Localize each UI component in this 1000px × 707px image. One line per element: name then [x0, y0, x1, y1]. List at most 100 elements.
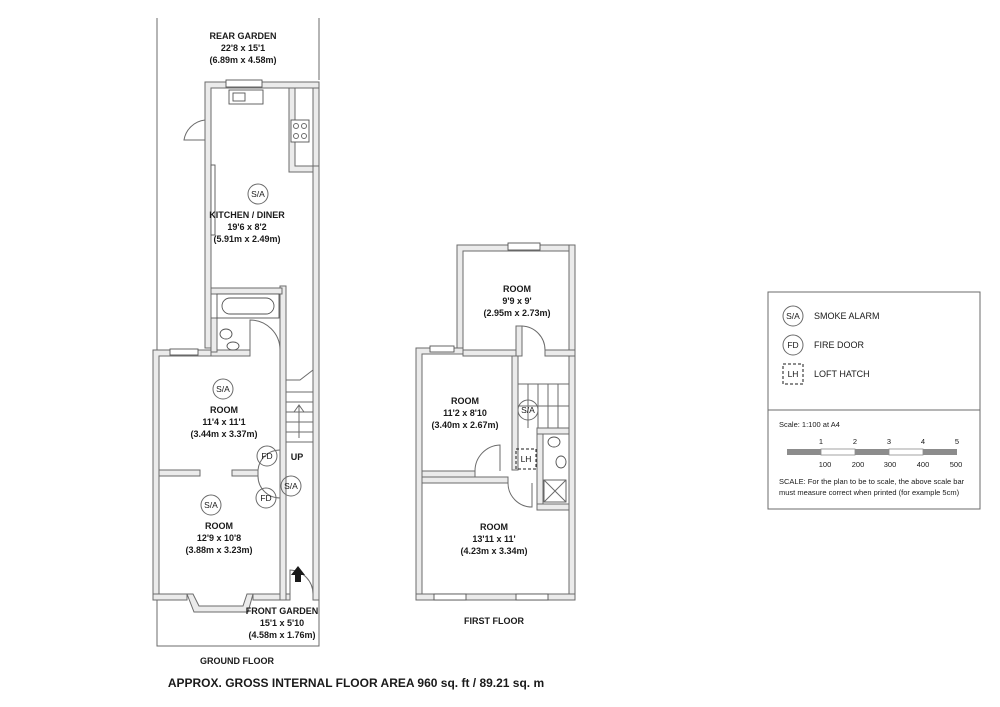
svg-text:LH: LH [521, 454, 532, 464]
svg-text:2: 2 [853, 437, 857, 446]
scale-top-tick-2: 2 [853, 437, 857, 446]
svg-text:ROOM: ROOM [480, 522, 508, 532]
loft-hatch-icon [515, 448, 537, 470]
floor-area-caption: APPROX. GROSS INTERNAL FLOOR AREA 960 sq… [168, 676, 544, 690]
svg-text:S/A: S/A [251, 189, 265, 199]
smoke-alarm-icon [280, 475, 302, 497]
svg-text:500: 500 [950, 460, 963, 469]
svg-text:FD: FD [260, 493, 271, 503]
fire-door-icon [782, 334, 804, 356]
svg-text:1: 1 [819, 437, 823, 446]
rear-garden-imperial: 22'8 x 15'1 [221, 43, 265, 53]
svg-text:S/A: S/A [216, 384, 230, 394]
svg-text:FD: FD [787, 340, 798, 350]
ground-room-2-name: ROOM [205, 521, 233, 531]
front-garden-metric: (4.58m x 1.76m) [248, 630, 315, 640]
svg-text:(5.91m x 2.49m): (5.91m x 2.49m) [213, 234, 280, 244]
svg-text:S/A: S/A [786, 311, 800, 321]
svg-text:S/A: S/A [521, 405, 535, 415]
svg-text:SCALE: For the plan to be to s: SCALE: For the plan to be to scale, the … [779, 477, 965, 486]
scale-top-tick-3: 3 [887, 437, 891, 446]
svg-text:S/A: S/A [284, 481, 298, 491]
loft-hatch-icon [782, 363, 804, 385]
svg-text:S/A: S/A [204, 500, 218, 510]
ground-room-2-imperial: 12'9 x 10'8 [197, 533, 241, 543]
first-floor-caption: FIRST FLOOR [464, 616, 524, 626]
ground-room-1-imperial: 11'4 x 11'1 [202, 417, 245, 427]
svg-text:400: 400 [917, 460, 930, 469]
svg-text:ROOM: ROOM [451, 396, 479, 406]
legend-smoke-alarm: SMOKE ALARM [814, 311, 880, 321]
svg-text:KITCHEN / DINER: KITCHEN / DINER [209, 210, 285, 220]
svg-text:15'1 x 5'10: 15'1 x 5'10 [260, 618, 304, 628]
smoke-alarm-icon [247, 183, 269, 205]
ground-floor-caption: GROUND FLOOR [200, 656, 274, 666]
svg-text:ROOM: ROOM [205, 521, 233, 531]
first-room-bottom-metric: (4.23m x 3.34m) [460, 546, 527, 556]
svg-text:FRONT GARDEN: FRONT GARDEN [246, 606, 319, 616]
first-room-mid-imperial: 11'2 x 8'10 [443, 408, 487, 418]
svg-text:200: 200 [852, 460, 865, 469]
first-room-mid-name: ROOM [451, 396, 479, 406]
ground-floor-plan [152, 18, 320, 647]
svg-text:LH: LH [788, 369, 799, 379]
first-floor-plan [415, 242, 576, 601]
svg-text:(3.40m x 2.67m): (3.40m x 2.67m) [431, 420, 498, 430]
svg-text:LOFT HATCH: LOFT HATCH [814, 369, 870, 379]
kitchen-name: KITCHEN / DINER [209, 210, 285, 220]
scale-top-tick-4: 4 [921, 437, 925, 446]
kitchen-metric: (5.91m x 2.49m) [213, 234, 280, 244]
ground-room-2-metric: (3.88m x 3.23m) [185, 545, 252, 555]
scale-bottom-tick-4: 400 [917, 460, 930, 469]
ground-outer-wall [204, 81, 320, 349]
fire-door-icon [256, 445, 278, 467]
legend-box: S/A SMOKE ALARM FD FIRE DOOR LH LOFT HAT… [767, 291, 981, 510]
svg-text:(3.44m x 3.37m): (3.44m x 3.37m) [190, 429, 257, 439]
stairs-up-label: UP [291, 452, 304, 462]
smoke-alarm-icon [212, 378, 234, 400]
svg-text:(4.23m x 3.34m): (4.23m x 3.34m) [460, 546, 527, 556]
ground-staircase [286, 369, 314, 443]
svg-text:(2.95m x 2.73m): (2.95m x 2.73m) [483, 308, 550, 318]
first-room-top-metric: (2.95m x 2.73m) [483, 308, 550, 318]
svg-text:FD: FD [261, 451, 272, 461]
front-garden-imperial: 15'1 x 5'10 [260, 618, 304, 628]
svg-text:(6.89m x 4.58m): (6.89m x 4.58m) [209, 55, 276, 65]
svg-text:13'11 x 11': 13'11 x 11' [472, 534, 515, 544]
svg-text:REAR GARDEN: REAR GARDEN [209, 31, 276, 41]
svg-text:must measure correct when prin: must measure correct when printed (for e… [779, 488, 960, 497]
legend-fire-door: FIRE DOOR [814, 340, 865, 350]
smoke-alarm-icon [200, 494, 222, 516]
fire-door-icon [255, 487, 277, 509]
rear-garden-name: REAR GARDEN [209, 31, 276, 41]
svg-text:300: 300 [884, 460, 897, 469]
svg-text:3: 3 [887, 437, 891, 446]
ground-room-1-name: ROOM [210, 405, 238, 415]
smoke-alarm-icon [782, 305, 804, 327]
first-room-mid-metric: (3.40m x 2.67m) [431, 420, 498, 430]
scale-bottom-tick-2: 200 [852, 460, 865, 469]
svg-text:ROOM: ROOM [210, 405, 238, 415]
svg-text:5: 5 [955, 437, 959, 446]
kitchen-imperial: 19'6 x 8'2 [227, 222, 266, 232]
rear-garden-metric: (6.89m x 4.58m) [209, 55, 276, 65]
first-room-bottom-imperial: 13'11 x 11' [472, 534, 515, 544]
smoke-alarm-icon [517, 399, 539, 421]
svg-text:11'4 x 11'1: 11'4 x 11'1 [202, 417, 245, 427]
scale-title: Scale: 1:100 at A4 [779, 420, 840, 429]
first-floor-staircase [517, 383, 570, 428]
svg-text:12'9 x 10'8: 12'9 x 10'8 [197, 533, 241, 543]
front-door-arrow-icon [291, 566, 305, 582]
first-room-top-name: ROOM [503, 284, 531, 294]
scale-note-line-1: SCALE: For the plan to be to scale, the … [779, 477, 965, 486]
svg-text:19'6 x 8'2: 19'6 x 8'2 [227, 222, 266, 232]
svg-text:FIRST FLOOR: FIRST FLOOR [464, 616, 524, 626]
first-room-top-imperial: 9'9 x 9' [502, 296, 531, 306]
ground-room-1-metric: (3.44m x 3.37m) [190, 429, 257, 439]
scale-top-tick-5: 5 [955, 437, 959, 446]
scale-bottom-tick-5: 500 [950, 460, 963, 469]
svg-text:22'8 x 15'1: 22'8 x 15'1 [221, 43, 265, 53]
svg-text:GROUND FLOOR: GROUND FLOOR [200, 656, 274, 666]
scale-note-line-2: must measure correct when printed (for e… [779, 488, 960, 497]
